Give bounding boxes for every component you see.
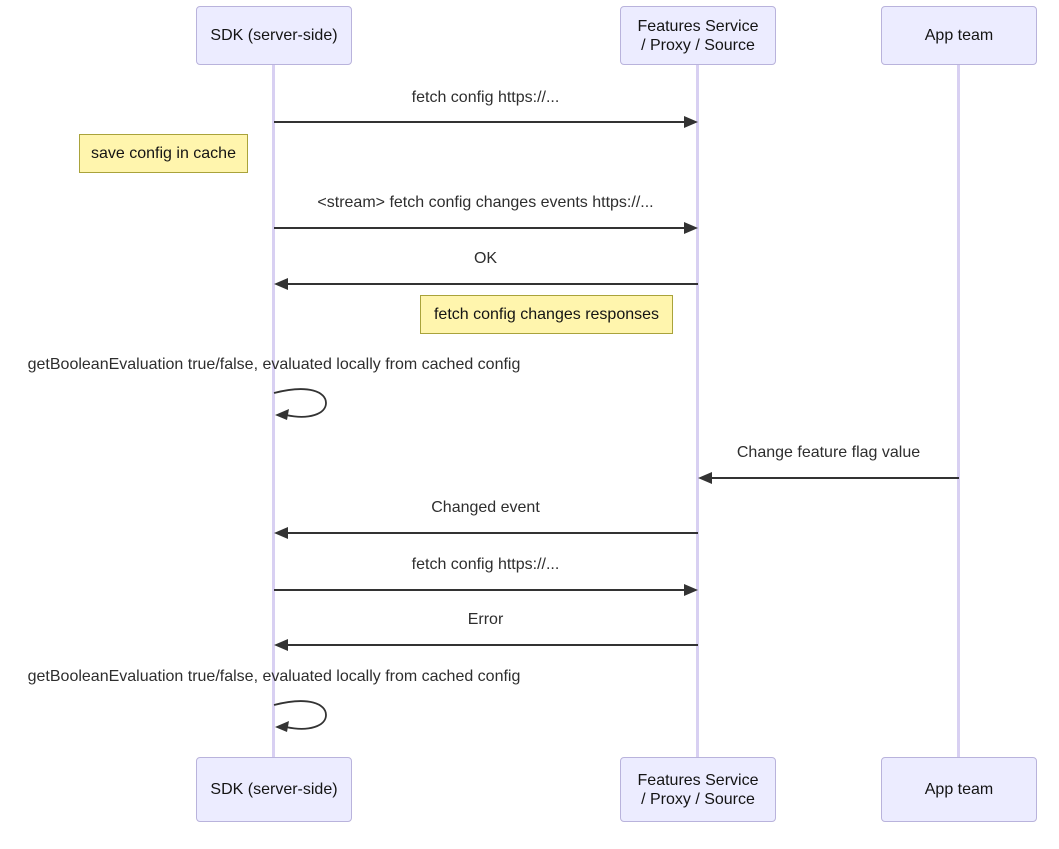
note-save-config-in-cache: save config in cache: [79, 134, 248, 173]
note-label: save config in cache: [91, 144, 236, 162]
message-label-fetch-config-2: fetch config https://...: [411, 556, 560, 573]
arrowhead-icon: [684, 584, 698, 596]
actor-box-features-service-bottom: Features Service / Proxy / Source: [620, 757, 776, 822]
actor-label: App team: [924, 27, 994, 44]
actor-box-features-service-top: Features Service / Proxy / Source: [620, 6, 776, 65]
self-loop-arrow-icon: [273, 700, 327, 732]
self-message-label-getbooleanevaluation-1: getBooleanEvaluation true/false, evaluat…: [27, 356, 521, 373]
message-label-fetch-config-1: fetch config https://...: [411, 89, 560, 106]
actor-label: Features Service: [637, 771, 759, 789]
actor-label: SDK (server-side): [210, 27, 338, 44]
actor-box-sdk-top: SDK (server-side): [196, 6, 352, 65]
arrowhead-icon: [274, 278, 288, 290]
lifeline-app-team: [957, 65, 960, 757]
message-arrow-stream-fetch: [274, 227, 686, 229]
actor-label: App team: [924, 781, 994, 798]
arrowhead-icon: [684, 116, 698, 128]
message-label-stream-fetch: <stream> fetch config changes events htt…: [317, 194, 654, 211]
message-label-error: Error: [467, 611, 504, 628]
note-fetch-config-changes-responses: fetch config changes responses: [420, 295, 673, 334]
message-arrow-fetch-config-2: [274, 589, 686, 591]
actor-box-sdk-bottom: SDK (server-side): [196, 757, 352, 822]
lifeline-features-service: [696, 65, 699, 757]
arrowhead-icon: [684, 222, 698, 234]
self-message-label-getbooleanevaluation-2: getBooleanEvaluation true/false, evaluat…: [27, 668, 521, 685]
message-arrow-error: [286, 644, 698, 646]
note-label: fetch config changes responses: [433, 305, 660, 323]
actor-box-app-team-bottom: App team: [881, 757, 1037, 822]
message-arrow-change-feature-flag: [710, 477, 959, 479]
message-label-changed-event: Changed event: [431, 499, 540, 516]
actor-label: Features Service: [637, 17, 759, 35]
arrowhead-icon: [274, 639, 288, 651]
actor-box-app-team-top: App team: [881, 6, 1037, 65]
self-loop-arrow-icon: [273, 388, 327, 420]
arrowhead-icon: [274, 527, 288, 539]
actor-label-line2: / Proxy / Source: [641, 36, 755, 54]
actor-label-line2: / Proxy / Source: [641, 790, 755, 808]
actor-label: SDK (server-side): [210, 781, 338, 798]
message-arrow-changed-event: [286, 532, 698, 534]
message-label-ok: OK: [473, 250, 498, 267]
message-arrow-ok: [286, 283, 698, 285]
lifeline-sdk: [272, 65, 275, 757]
message-label-change-feature-flag: Change feature flag value: [736, 444, 921, 461]
message-arrow-fetch-config-1: [274, 121, 686, 123]
arrowhead-icon: [698, 472, 712, 484]
